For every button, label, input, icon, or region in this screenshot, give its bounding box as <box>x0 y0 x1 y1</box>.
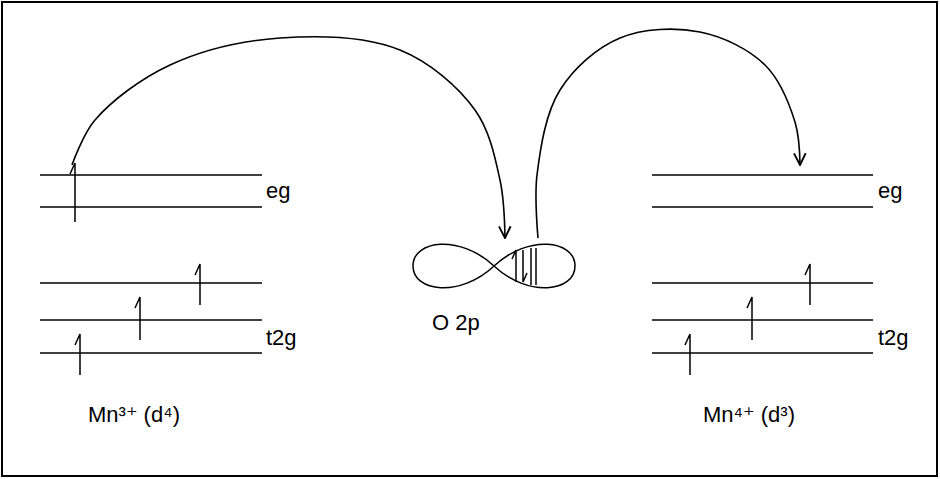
level-label: t2g <box>878 325 909 351</box>
energy-levels <box>40 175 873 353</box>
level-group: eg <box>40 165 310 217</box>
ion-label: Mn³⁺ (d⁴) <box>88 402 180 428</box>
p-orbital <box>413 244 575 288</box>
level-label: eg <box>878 178 902 204</box>
level-label: eg <box>266 178 290 204</box>
electron-hop-arrow <box>536 29 800 238</box>
orbital-box: O 2p <box>410 238 580 340</box>
level-group: t2g <box>40 270 310 362</box>
level-group: eg <box>652 165 922 217</box>
level-label: O 2p <box>432 310 480 336</box>
level-label: t2g <box>266 325 297 351</box>
level-group: t2g <box>652 270 922 362</box>
electron-hop-arrow <box>72 37 505 238</box>
ion-label: Mn⁴⁺ (d³) <box>703 402 795 428</box>
electron-spins <box>70 163 810 375</box>
